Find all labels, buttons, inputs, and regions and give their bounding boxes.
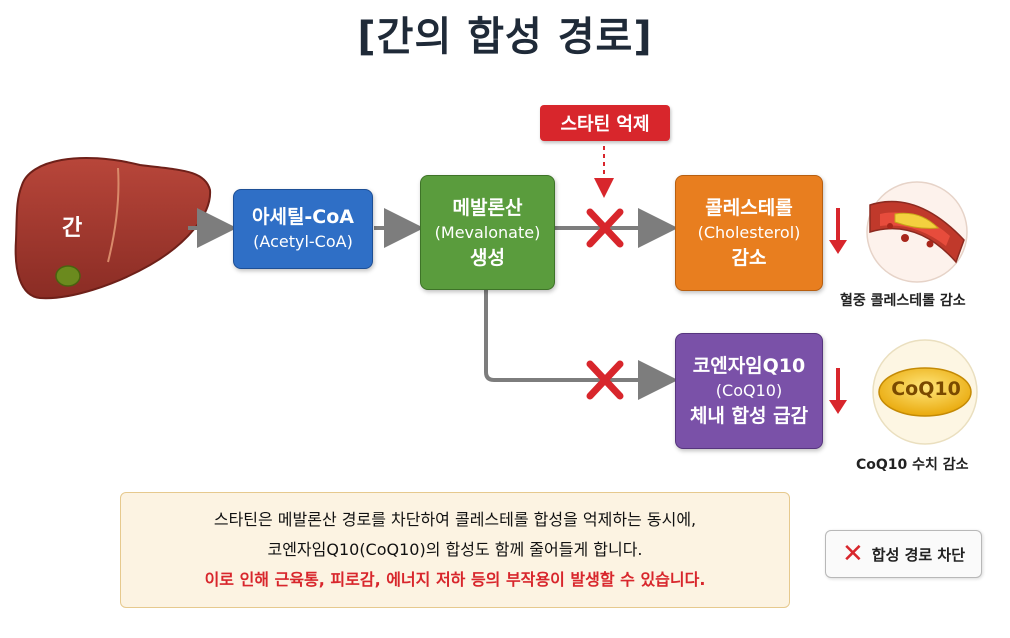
node-coq-status: 체내 합성 급감 — [689, 405, 809, 427]
node-mevalonate: 메발론산 (Mevalonate) 생성 — [420, 175, 555, 290]
note-line-3-warning: 이로 인해 근육통, 피로감, 에너지 저하 등의 부작용이 발생할 수 있습니… — [204, 570, 706, 589]
blood-vessel-icon — [866, 181, 968, 283]
node-coq-sub: (CoQ10) — [715, 381, 783, 400]
node-acetyl-coa: 아세틸-CoA (Acetyl-CoA) — [233, 189, 373, 269]
node-acetyl-label: 아세틸-CoA — [251, 206, 355, 228]
liver-illustration — [14, 156, 212, 300]
block-x-coq10 — [586, 360, 624, 400]
legend-box: ✕ 합성 경로 차단 — [825, 530, 982, 578]
block-x-icon: ✕ — [841, 539, 864, 569]
node-chol-status: 감소 — [731, 247, 767, 269]
node-meval-status: 생성 — [470, 246, 505, 269]
node-coq-label: 코엔자임Q10 — [692, 355, 806, 377]
node-chol-sub: (Cholesterol) — [697, 223, 801, 242]
node-meval-sub: (Mevalonate) — [434, 222, 541, 242]
down-arrow-coq10 — [829, 368, 847, 414]
coq10-pill-icon — [872, 339, 978, 445]
caption-blood-cholesterol: 혈중 콜레스테롤 감소 — [840, 293, 966, 309]
legend-label: 합성 경로 차단 — [871, 545, 966, 564]
page-title: [간의 합성 경로] — [357, 14, 653, 60]
arrow-meval-coq — [484, 290, 678, 400]
explanation-note: 스타틴은 메발론산 경로를 차단하여 콜레스테롤 합성을 억제하는 동시에, 코… — [120, 492, 790, 608]
statin-inhibit-label: 스타틴 억제 — [540, 105, 670, 141]
node-cholesterol: 콜레스테롤 (Cholesterol) 감소 — [675, 175, 823, 291]
node-acetyl-sub: (Acetyl-CoA) — [253, 232, 353, 251]
caption-coq10-level: CoQ10 수치 감소 — [856, 457, 969, 473]
note-line-2: 코엔자임Q10(CoQ10)의 합성도 함께 줄어들게 합니다. — [267, 540, 643, 559]
node-chol-label: 콜레스테롤 — [705, 197, 793, 219]
node-meval-label: 메발론산 — [452, 196, 523, 219]
node-coq10: 코엔자임Q10 (CoQ10) 체내 합성 급감 — [675, 333, 823, 449]
block-x-cholesterol — [586, 208, 624, 248]
note-line-1: 스타틴은 메발론산 경로를 차단하여 콜레스테롤 합성을 억제하는 동시에, — [213, 510, 697, 529]
coq10-pill-label: CoQ10 — [891, 378, 961, 400]
down-arrow-cholesterol — [829, 208, 847, 254]
liver-label: 간 — [62, 216, 83, 241]
